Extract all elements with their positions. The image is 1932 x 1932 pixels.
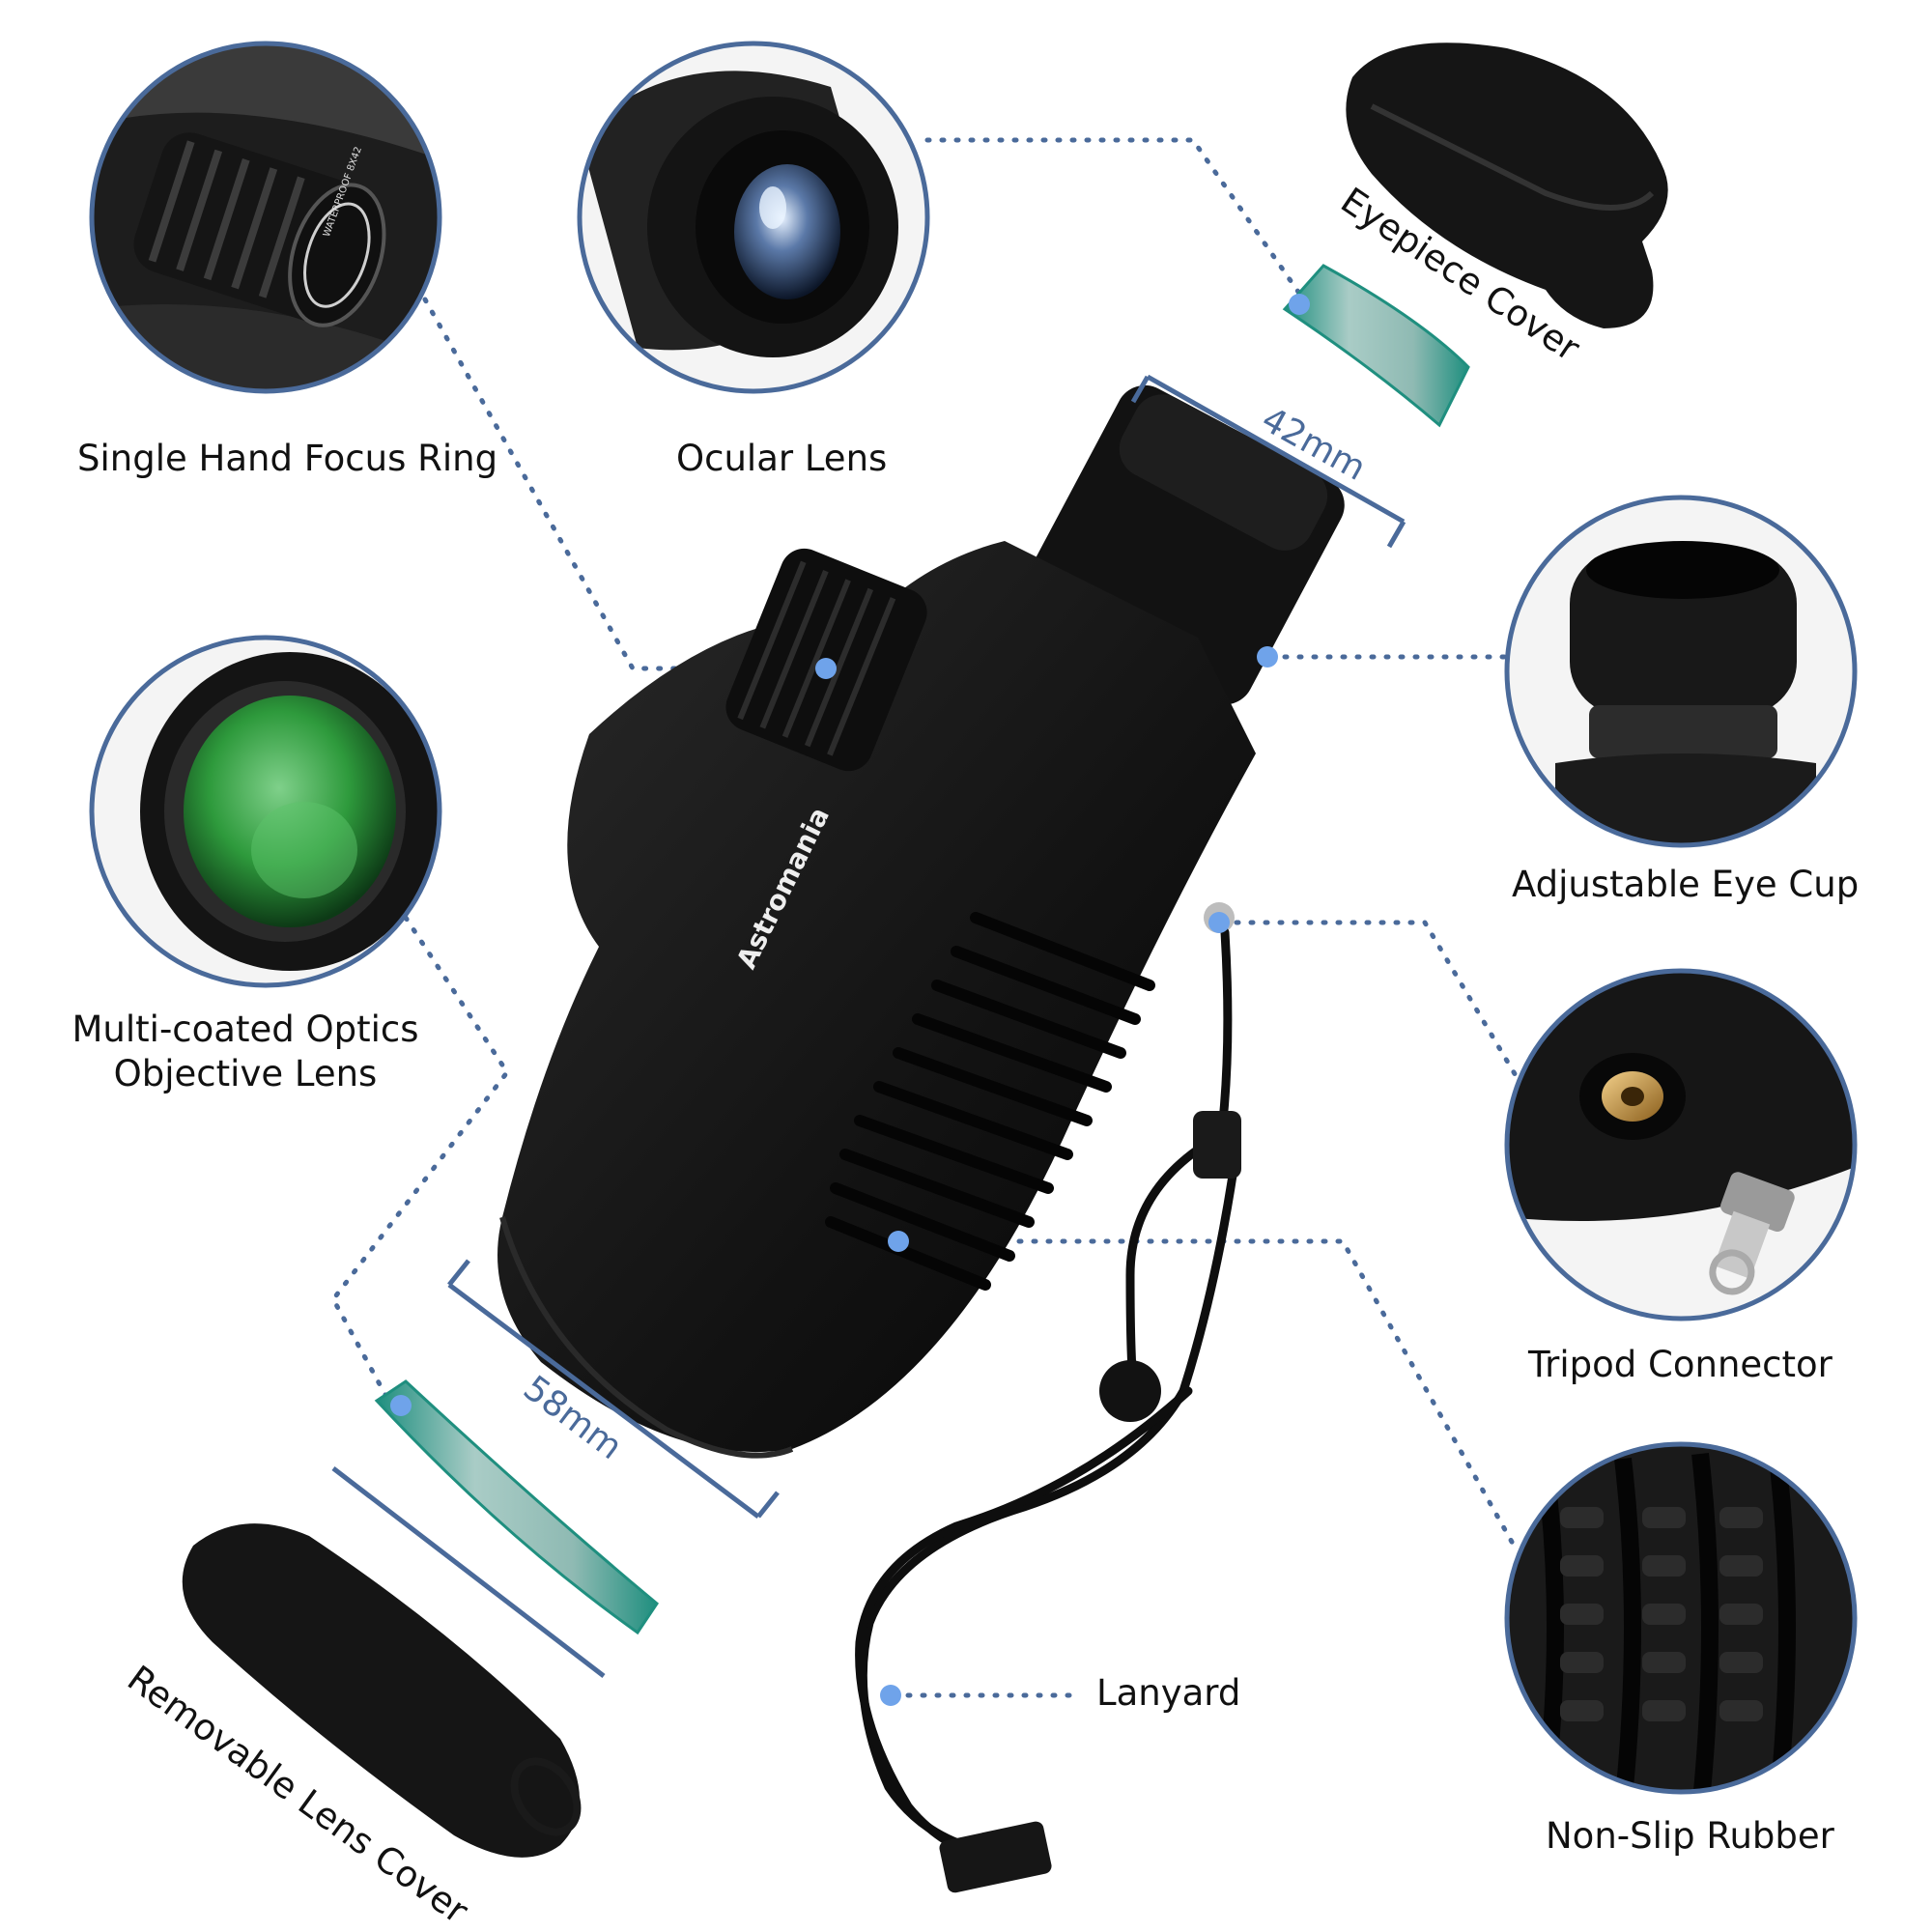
marker-dots (390, 294, 1310, 1706)
non-slip-rubber-detail (1507, 1444, 1855, 1792)
label-objective-line1: Multi-coated Optics (71, 1009, 419, 1050)
objective-lens-frame (89, 635, 442, 988)
tripod-connector-frame (1504, 968, 1858, 1321)
lanyard-stopper (1099, 1360, 1161, 1422)
tripod-connector-detail (1507, 971, 1855, 1319)
ocular-lens-frame (577, 41, 930, 394)
monocular-body (497, 384, 1345, 1459)
label-tripod: Tripod Connector (1528, 1344, 1833, 1385)
objective-lens-detail (92, 638, 440, 985)
ocular-lens-detail (580, 43, 927, 391)
objective-glass-bracket (331, 1466, 606, 1678)
eyepiece-glass (1282, 264, 1470, 428)
eye-cup-detail (1507, 497, 1855, 845)
leader-lines (330, 137, 1520, 1698)
label-non-slip-rubber: Non-Slip Rubber (1546, 1815, 1834, 1857)
label-lanyard: Lanyard (1096, 1672, 1241, 1714)
non-slip-rubber-frame (1504, 1441, 1858, 1795)
label-objective-line2: Objective Lens (113, 1053, 378, 1095)
label-objective-lens: Multi-coated Optics Objective Lens (71, 1008, 419, 1097)
label-eye-cup: Adjustable Eye Cup (1512, 864, 1860, 905)
objective-dimension-bracket (447, 1283, 760, 1519)
lanyard-image (855, 927, 1241, 1869)
objective-glass (374, 1379, 659, 1635)
focus-ring-frame (89, 41, 442, 394)
eye-cup-frame (1504, 495, 1858, 848)
lanyard-clip (1193, 1111, 1241, 1179)
lanyard-end (939, 1821, 1052, 1893)
eyepiece-cover-image (1346, 43, 1668, 329)
eyepiece-dimension-bracket (1146, 374, 1406, 525)
focus-ring-detail (92, 43, 440, 391)
lens-cover-image (182, 1523, 582, 1858)
label-ocular-lens: Ocular Lens (676, 438, 888, 479)
label-focus-ring: Single Hand Focus Ring (77, 438, 498, 479)
